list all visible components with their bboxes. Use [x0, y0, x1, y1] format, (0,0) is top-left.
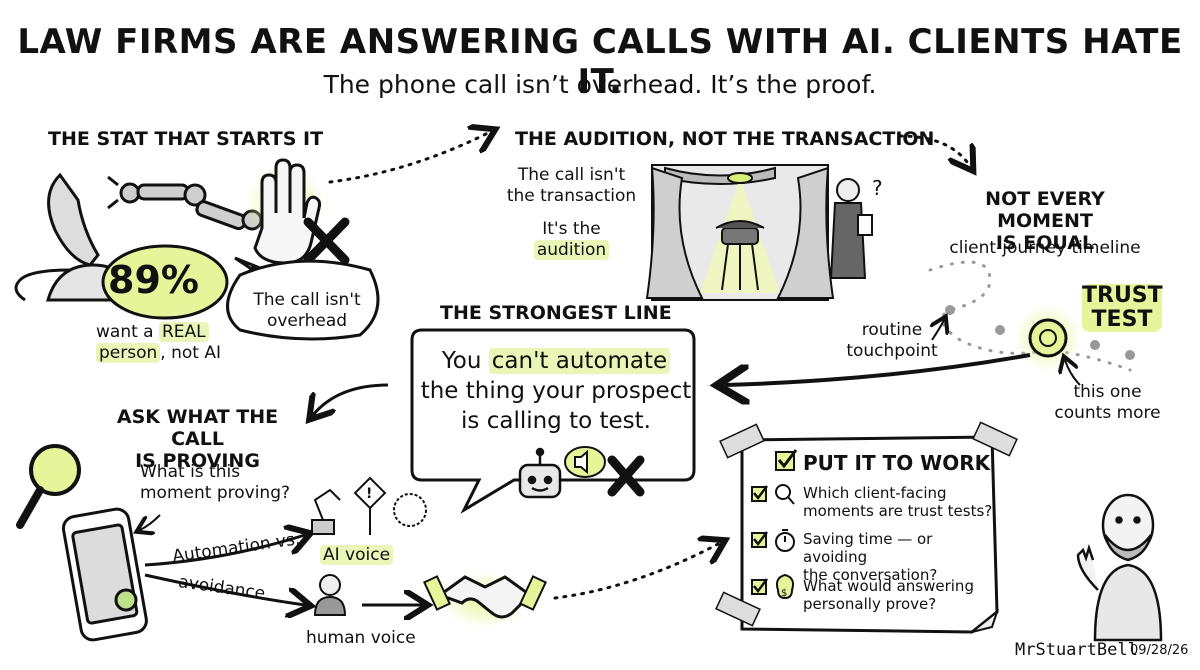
- x-mark-icon: [607, 455, 645, 497]
- question-line: What is this: [140, 462, 241, 482]
- speaker-bubble-icon: [564, 446, 606, 478]
- flow-arrow-4: [313, 383, 389, 415]
- caption-highlight-real: REAL: [159, 322, 209, 342]
- routine-label: routine touchpoint: [842, 320, 942, 362]
- work-card: $: [715, 421, 1018, 634]
- stat-bubble-text: The call isn't overhead: [252, 290, 362, 332]
- audition-text: The call isn't the transaction It's the …: [504, 165, 639, 261]
- human-voice-label: human voice: [306, 628, 416, 648]
- work-item: What would answering personally prove?: [803, 577, 993, 613]
- handshake-icon: [422, 572, 548, 628]
- stat-speech-bubble: [226, 256, 380, 341]
- work-item-line: Saving time — or avoiding: [803, 530, 933, 566]
- caption-highlight-person: person: [96, 343, 161, 363]
- author-portrait: [1076, 493, 1163, 642]
- strongest-line-bubble: [410, 328, 696, 514]
- routine-line: touchpoint: [846, 341, 938, 361]
- flow-arrow-3: [725, 353, 1031, 385]
- page-title: LAW FIRMS ARE ANSWERING CALLS WITH AI. C…: [17, 22, 1183, 102]
- lawyer-figure-icon: [829, 178, 873, 279]
- robot-arm-warning-icon: !: [311, 476, 427, 535]
- telephone-on-stool-icon: [715, 220, 765, 291]
- svg-text:!: !: [366, 486, 372, 502]
- strongest-quote: You can't automate the thing your prospe…: [420, 346, 692, 436]
- audition-highlight: audition: [533, 240, 610, 260]
- flow-arrow-6: [553, 543, 720, 600]
- bubble-line: The call isn't: [253, 290, 361, 310]
- svg-text:$: $: [781, 588, 787, 599]
- strongest-heading: THE STRONGEST LINE: [440, 302, 672, 324]
- ai-voice-label: AI voice: [320, 545, 394, 566]
- work-heading: PUT IT TO WORK: [803, 451, 991, 475]
- page-subtitle: The phone call isn’t overhead. It’s the …: [323, 70, 877, 99]
- quote-line: is calling to test.: [461, 408, 651, 434]
- stat-caption: want a REAL person, not AI: [96, 322, 256, 364]
- money-bag-icon: $: [775, 573, 795, 600]
- magnifier-icon: [775, 484, 795, 505]
- quote-highlight: can't automate: [488, 348, 671, 374]
- client-journey-timeline: [928, 260, 1135, 386]
- work-item-line: Which client-facing: [803, 484, 947, 502]
- person-icon: [313, 574, 347, 616]
- work-item-line: moments are trust tests?: [803, 502, 993, 520]
- stopwatch-icon: [775, 529, 795, 552]
- trust-line: TRUST: [1082, 283, 1163, 308]
- flow-arrow-2: [898, 134, 970, 166]
- robot-icon: [518, 447, 562, 499]
- x-mark-icon: [303, 217, 350, 265]
- moment-heading: NOT EVERY MOMENT IS EQUAL: [940, 188, 1150, 254]
- magnifier-icon: [16, 444, 81, 529]
- robot-arm-icon: [107, 175, 263, 231]
- work-item-line: What would answering: [803, 577, 974, 595]
- counts-line: counts more: [1054, 403, 1161, 423]
- quote-line: the thing your prospect: [420, 378, 692, 404]
- work-item: Which client-facing moments are trust te…: [803, 484, 993, 520]
- question-mark: ?: [872, 176, 883, 200]
- caption-text-end: , not AI: [160, 343, 221, 363]
- moment-subheading: client-journey timeline: [949, 238, 1141, 258]
- audition-heading: THE AUDITION, NOT THE TRANSACTION: [515, 128, 935, 150]
- ask-heading-line: IS PROVING: [135, 450, 260, 472]
- moment-heading-line: IS EQUAL: [995, 232, 1095, 254]
- trust-test-label: TRUST TEST: [1082, 283, 1163, 332]
- trust-test-marker: [1028, 318, 1068, 358]
- routine-line: routine: [861, 320, 923, 340]
- branch-arrow-human: [144, 573, 305, 605]
- trust-line: TEST: [1091, 307, 1153, 332]
- caption-text: want a: [96, 322, 159, 342]
- stage-illustration: [645, 164, 873, 301]
- counts-line: this one: [1073, 382, 1142, 402]
- raised-hand-icon: [245, 158, 325, 265]
- work-item-line: personally prove?: [803, 595, 937, 613]
- signature: MrStuartBell: [1015, 640, 1138, 660]
- moment-heading-line: NOT EVERY MOMENT: [985, 188, 1105, 232]
- smartphone-icon: [61, 507, 148, 642]
- date-label: 09/28/26: [1130, 643, 1189, 658]
- work-item-line: the conversation?: [803, 566, 938, 584]
- audition-line: The call isn't: [517, 165, 626, 185]
- flow-arrow-1: [328, 132, 490, 184]
- work-item: Saving time — or avoiding the conversati…: [803, 530, 993, 584]
- ask-heading: ASK WHAT THE CALL IS PROVING: [90, 406, 305, 472]
- audition-line: It's the: [542, 219, 601, 239]
- question-line: moment proving?: [140, 483, 291, 503]
- counts-label: this one counts more: [1050, 382, 1165, 424]
- stat-percent: 89%: [108, 258, 199, 302]
- ask-question: What is this moment proving?: [140, 462, 290, 504]
- ai-voice-text: AI voice: [320, 545, 394, 565]
- stat-oval: [101, 244, 229, 320]
- ask-heading-line: ASK WHAT THE CALL: [116, 406, 279, 450]
- stat-heading: THE STAT THAT STARTS IT: [48, 128, 324, 150]
- bubble-line: overhead: [266, 311, 348, 331]
- quote-text: You: [441, 348, 489, 374]
- branch-arrow-ai: [144, 535, 305, 567]
- audition-line: the transaction: [506, 186, 637, 206]
